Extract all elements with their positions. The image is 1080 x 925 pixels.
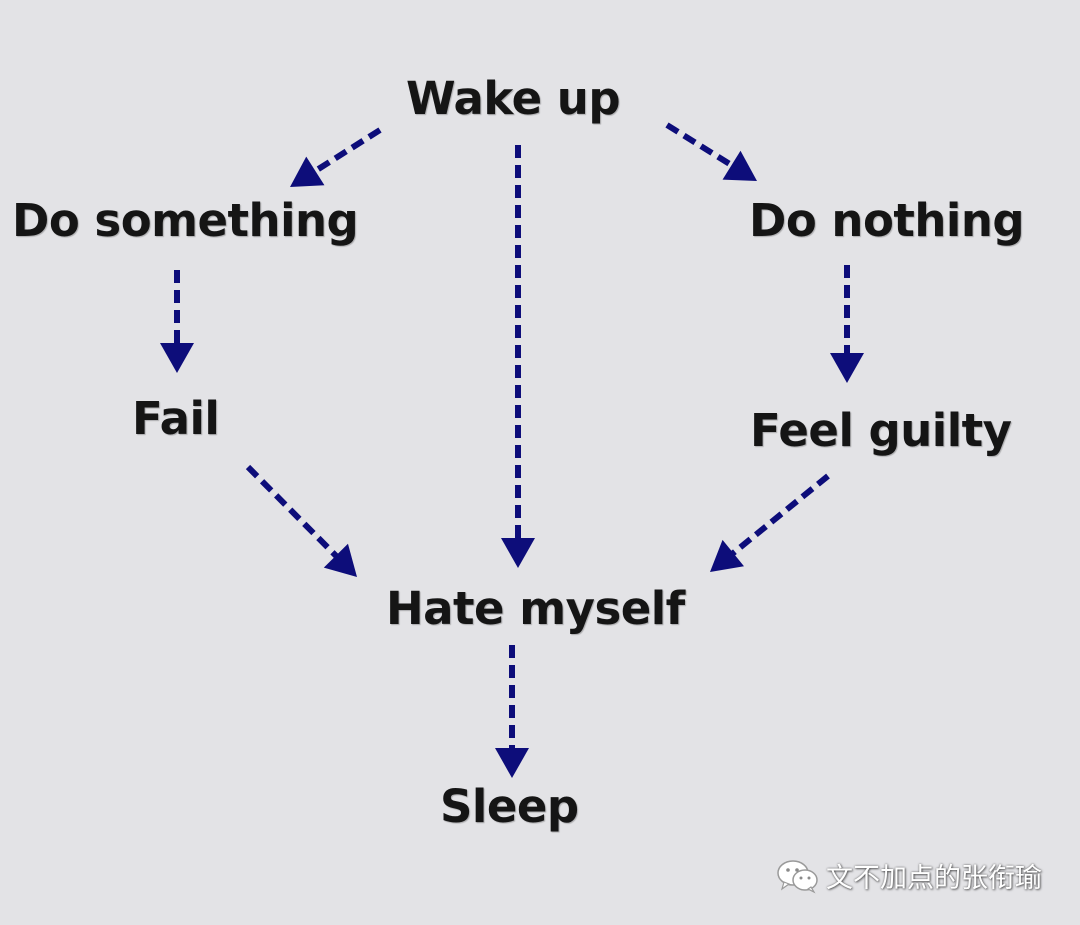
node-do-something: Do something <box>12 194 359 247</box>
arrow-shaft <box>245 464 340 560</box>
arrow-head <box>495 748 529 778</box>
node-feel-guilty: Feel guilty <box>750 404 1012 457</box>
arrow-head <box>501 538 535 568</box>
arrow-head <box>710 539 744 572</box>
arrow-wake-up-to-do-nothing <box>665 122 757 181</box>
arrow-head <box>830 353 864 383</box>
arrow-shaft <box>665 122 735 169</box>
arrow-wake-up-to-hate-myself <box>501 145 535 568</box>
node-do-nothing: Do nothing <box>749 194 1025 247</box>
arrow-fail-to-hate-myself <box>245 464 357 577</box>
node-sleep: Sleep <box>440 780 579 833</box>
arrow-head <box>323 543 357 577</box>
arrow-shaft <box>312 127 382 175</box>
edges-layer <box>160 122 864 778</box>
node-wake-up: Wake up <box>406 72 621 125</box>
arrow-head <box>290 156 325 187</box>
arrow-wake-up-to-do-something <box>290 127 382 187</box>
arrow-head <box>722 150 757 181</box>
arrow-hate-myself-to-sleep <box>495 645 529 778</box>
watermark: 文不加点的张衔瑜 <box>776 856 1042 895</box>
node-fail: Fail <box>132 392 220 445</box>
watermark-text: 文不加点的张衔瑜 <box>826 863 1042 894</box>
arrow-feel-guilty-to-hate-myself <box>710 473 830 572</box>
wechat-icon <box>777 859 818 893</box>
arrow-head <box>160 343 194 373</box>
arrow-do-something-to-fail <box>160 270 194 373</box>
arrow-shaft <box>729 473 830 557</box>
node-hate-myself: Hate myself <box>386 582 685 635</box>
arrow-do-nothing-to-feel-guilty <box>830 265 864 383</box>
